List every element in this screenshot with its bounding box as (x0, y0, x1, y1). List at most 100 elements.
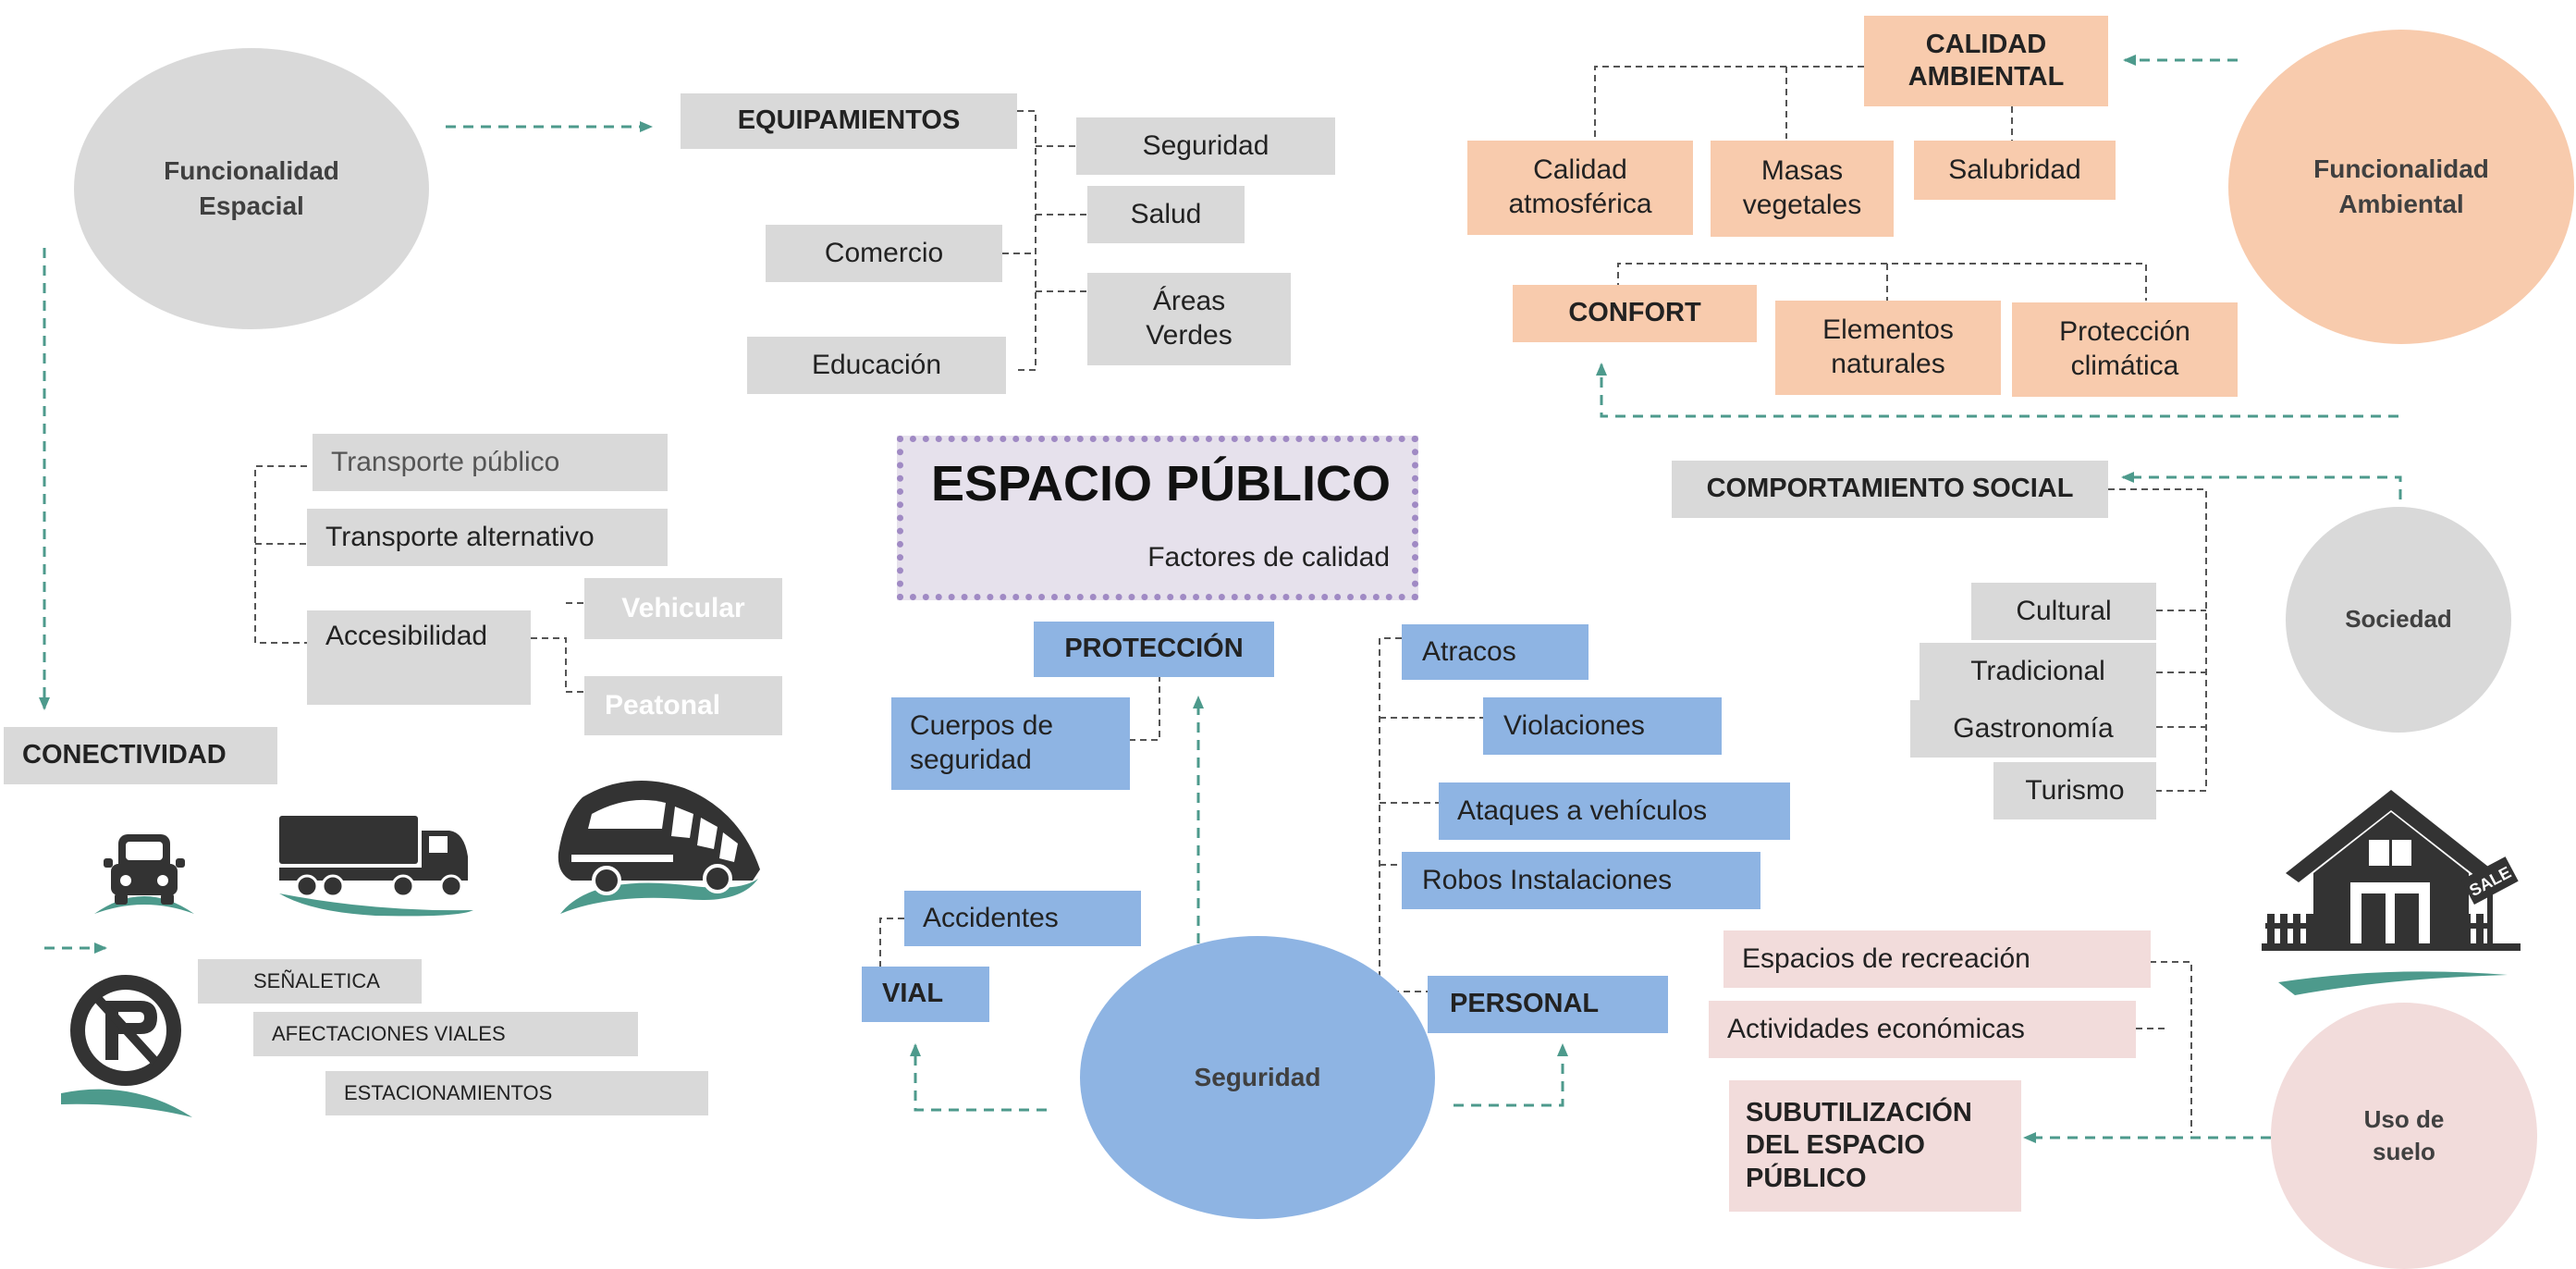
transporte-alternativo-label: Transporte alternativo (325, 521, 595, 552)
equipamientos-header: EQUIPAMIENTOS (681, 93, 1017, 149)
sociedad-label: Sociedad (2345, 605, 2452, 634)
comportamiento-social-title: COMPORTAMIENTO SOCIAL (1706, 474, 2074, 504)
equip-educacion-box: Educación (747, 337, 1006, 394)
senaletica-box: SEÑALETICA (198, 959, 422, 1004)
social-gastronomia-label: Gastronomía (1953, 712, 2114, 744)
no-parking-icon (61, 975, 192, 1117)
espacios-recreacion-label: Espacios de recreación (1742, 943, 2030, 974)
vial-header: VIAL (862, 967, 989, 1022)
cuerpos-seguridad-line1: Cuerpos de (910, 710, 1054, 742)
conectividad-header: CONECTIVIDAD (4, 727, 277, 784)
proteccion-title: PROTECCIÓN (1064, 634, 1244, 664)
atracos-box: Atracos (1402, 624, 1589, 680)
actividades-economicas-box: Actividades económicas (1709, 1001, 2136, 1058)
house-for-sale-icon: SALE (2262, 790, 2521, 995)
seguridad-label: Seguridad (1194, 1063, 1321, 1092)
vehicular-label: Vehicular (621, 592, 745, 623)
subutilizacion-header: SUBUTILIZACIÓN DEL ESPACIO PÚBLICO (1729, 1080, 2021, 1212)
calidad-atmosferica-line1: Calidad (1533, 154, 1627, 186)
funcionalidad-espacial-line1: Funcionalidad (164, 156, 339, 186)
conectividad-title: CONECTIVIDAD (22, 740, 227, 770)
atracos-label: Atracos (1422, 635, 1516, 667)
page-title: ESPACIO PÚBLICO (931, 456, 1392, 511)
personal-header: PERSONAL (1428, 976, 1668, 1033)
salubridad-box: Salubridad (1914, 141, 2116, 200)
confort-title: CONFORT (1568, 298, 1701, 328)
proteccion-climatica-line2: climática (2070, 351, 2179, 381)
peatonal-label: Peatonal (605, 689, 721, 721)
equip-areas-verdes-line2: Verdes (1146, 320, 1233, 351)
estacionamientos-box: ESTACIONAMIENTOS (325, 1071, 708, 1115)
calidad-ambiental-line1: CALIDAD (1925, 29, 2047, 59)
seguridad-circle: Seguridad (1080, 936, 1435, 1219)
masas-vegetales-line2: vegetales (1742, 190, 1862, 220)
proteccion-climatica-line1: Protección (2059, 316, 2190, 348)
proteccion-header: PROTECCIÓN (1034, 622, 1274, 677)
robos-instalaciones-box: Robos Instalaciones (1402, 852, 1760, 909)
calidad-ambiental-header: CALIDAD AMBIENTAL (1864, 16, 2108, 106)
ataques-vehiculos-box: Ataques a vehículos (1439, 782, 1790, 840)
comportamiento-social-header: COMPORTAMIENTO SOCIAL (1672, 461, 2108, 518)
robos-instalaciones-label: Robos Instalaciones (1422, 864, 1673, 895)
equipamientos-title: EQUIPAMIENTOS (737, 105, 961, 136)
calidad-atmosferica-line2: atmosférica (1508, 189, 1652, 219)
calidad-ambiental-line2: AMBIENTAL (1907, 62, 2065, 92)
vial-title: VIAL (882, 979, 944, 1009)
actividades-economicas-label: Actividades económicas (1727, 1013, 2025, 1044)
bus-icon (558, 781, 760, 914)
page-subtitle: Factores de calidad (1147, 542, 1390, 573)
funcionalidad-espacial-circle: Funcionalidad Espacial (74, 48, 429, 329)
equip-comercio-label: Comercio (824, 237, 944, 268)
vehicular-box: Vehicular (584, 578, 782, 639)
funcionalidad-ambiental-line1: Funcionalidad (2313, 154, 2489, 184)
equip-salud-box: Salud (1087, 186, 1245, 243)
equip-seguridad-box: Seguridad (1076, 117, 1335, 175)
uso-suelo-circle: Uso de suelo (2271, 1003, 2537, 1269)
truck-icon (279, 816, 473, 917)
proteccion-climatica-box: Protección climática (2012, 302, 2238, 397)
espacio-publico-title-box: ESPACIO PÚBLICO Factores de calidad (897, 436, 1418, 600)
estacionamientos-label: ESTACIONAMIENTOS (344, 1080, 553, 1104)
funcionalidad-ambiental-circle: Funcionalidad Ambiental (2228, 30, 2574, 344)
senaletica-label: SEÑALETICA (253, 968, 380, 992)
equip-comercio-box: Comercio (766, 225, 1002, 282)
cuerpos-seguridad-line2: seguridad (910, 745, 1032, 775)
uso-suelo-line1: Uso de (2363, 1104, 2445, 1133)
social-cultural-box: Cultural (1971, 583, 2156, 640)
social-gastronomia-box: Gastronomía (1910, 700, 2156, 758)
uso-suelo-line2: suelo (2373, 1138, 2435, 1165)
peatonal-box: Peatonal (584, 676, 782, 735)
ataques-vehiculos-label: Ataques a vehículos (1457, 795, 1708, 826)
accesibilidad-label: Accesibilidad (325, 621, 488, 651)
personal-title: PERSONAL (1450, 989, 1600, 1019)
elementos-naturales-line2: naturales (1831, 349, 1945, 379)
social-turismo-label: Turismo (2025, 774, 2125, 806)
afectaciones-viales-label: AFECTACIONES VIALES (272, 1021, 506, 1045)
sociedad-circle: Sociedad (2286, 507, 2511, 733)
funcionalidad-espacial-line2: Espacial (199, 191, 304, 220)
transporte-publico-label: Transporte público (331, 446, 560, 477)
social-tradicional-label: Tradicional (1970, 655, 2105, 686)
salubridad-label: Salubridad (1948, 154, 2081, 185)
accesibilidad-box: Accesibilidad (307, 610, 531, 705)
equip-areas-verdes-box: Áreas Verdes (1087, 273, 1291, 365)
elementos-naturales-box: Elementos naturales (1775, 301, 2001, 395)
transporte-publico-box: Transporte público (313, 434, 668, 491)
transporte-alternativo-box: Transporte alternativo (307, 509, 668, 566)
violaciones-label: Violaciones (1503, 709, 1645, 741)
accidentes-label: Accidentes (923, 902, 1059, 933)
subutilizacion-line2: DEL ESPACIO (1746, 1130, 1925, 1161)
confort-header: CONFORT (1513, 285, 1757, 342)
elementos-naturales-line1: Elementos (1822, 314, 1954, 346)
cuerpos-seguridad-box: Cuerpos de seguridad (891, 697, 1130, 790)
equip-areas-verdes-line1: Áreas (1152, 286, 1226, 317)
equip-seguridad-label: Seguridad (1142, 129, 1270, 161)
masas-vegetales-box: Masas vegetales (1711, 141, 1894, 237)
afectaciones-viales-box: AFECTACIONES VIALES (253, 1012, 638, 1056)
espacios-recreacion-box: Espacios de recreación (1723, 930, 2151, 988)
social-cultural-label: Cultural (2016, 595, 2112, 626)
subutilizacion-line3: PÚBLICO (1746, 1163, 1867, 1193)
accidentes-box: Accidentes (904, 891, 1141, 946)
social-turismo-box: Turismo (1993, 762, 2156, 819)
